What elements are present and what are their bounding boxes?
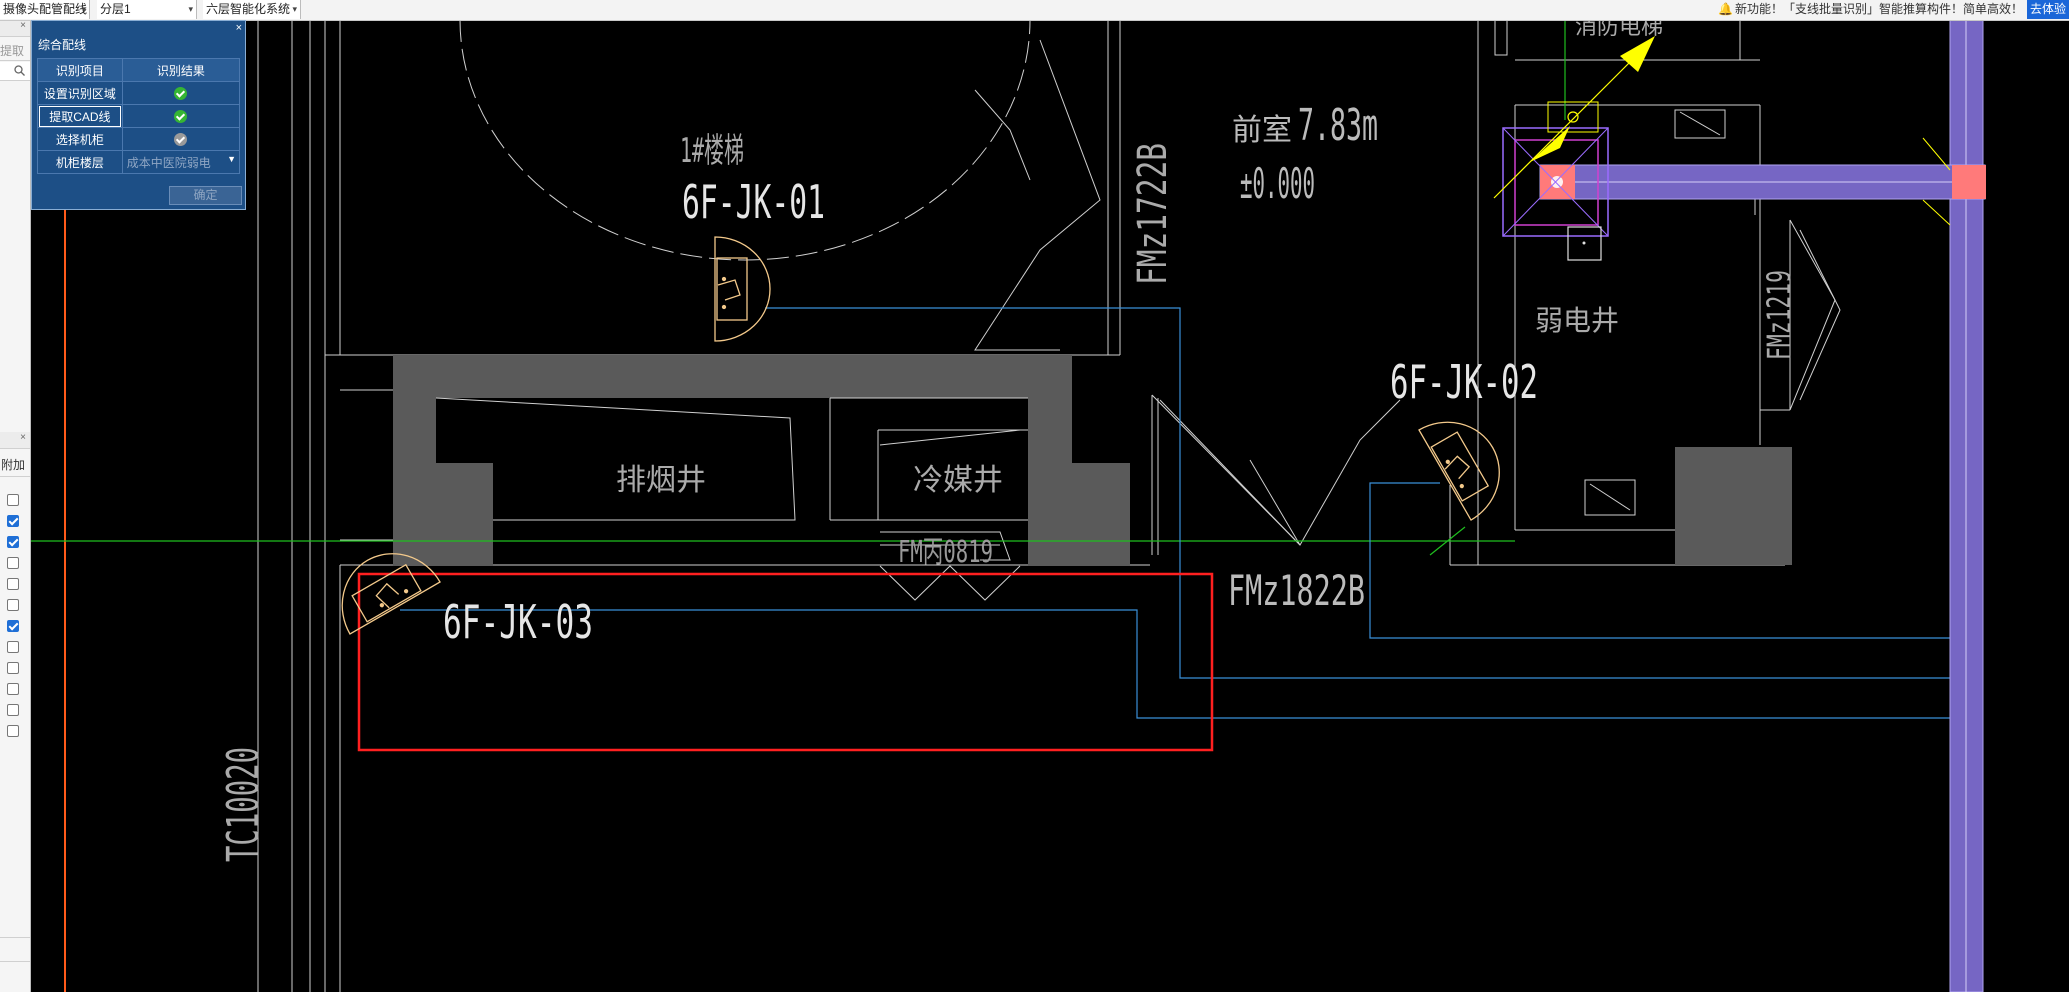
label-weak-shaft: 弱电井 xyxy=(1535,304,1619,337)
extract-row[interactable]: 提取 xyxy=(0,38,30,61)
label-jk03: 6F-JK-03 xyxy=(443,595,593,649)
label-door-fmz1822b: FMz1822B xyxy=(1228,566,1365,615)
label-anteroom: 前室 xyxy=(1232,113,1292,148)
extra-label: 附加 xyxy=(1,458,26,472)
panel-header: × xyxy=(0,20,30,37)
chevron-down-icon: ▾ xyxy=(81,4,86,14)
close-icon[interactable]: × xyxy=(235,22,242,34)
label-door-fm0819: FM丙0819 xyxy=(898,535,993,570)
component-type-value: 摄像头配管配线 xyxy=(3,2,88,16)
label-cold-shaft: 冷媒井 xyxy=(913,463,1003,498)
panel-title: 综合配线 xyxy=(38,38,87,52)
row-extract-cad-lines[interactable]: 提取CAD线 xyxy=(37,104,123,128)
label-door-fmz1219: FMz1219 xyxy=(1760,270,1798,360)
selection-rectangle[interactable] xyxy=(357,572,1214,752)
try-now-button[interactable]: 去体验 xyxy=(2026,0,2069,19)
divider xyxy=(0,960,30,962)
bell-icon: 🔔 xyxy=(1718,2,1733,16)
system-select[interactable]: 六层智能化系统▾ xyxy=(203,0,301,19)
header-item: 识别项目 xyxy=(37,58,123,82)
layer-checkbox[interactable] xyxy=(7,641,19,653)
label-elevation: ±0.000 xyxy=(1240,159,1315,208)
table-row[interactable]: 选择机柜 xyxy=(37,127,241,151)
extract-label: 提取 xyxy=(0,44,25,58)
search-input[interactable] xyxy=(0,62,30,81)
row-set-area[interactable]: 设置识别区域 xyxy=(37,81,123,105)
chevron-down-icon: ▾ xyxy=(292,4,297,14)
green-tick xyxy=(1429,526,1466,556)
confirm-button[interactable]: 确定 xyxy=(169,186,242,205)
row-status xyxy=(121,104,241,128)
feature-notice[interactable]: 🔔新功能！「支线批量识别」智能推算构件！简单高效！去体验 xyxy=(1718,0,2069,19)
label-window-tc10020: TC10020 xyxy=(218,747,269,862)
layer-checkbox[interactable] xyxy=(7,725,19,737)
shaft-walls xyxy=(393,355,1792,566)
cabinet-node xyxy=(1493,36,1951,261)
layer-checkbox[interactable] xyxy=(7,578,19,590)
camera-device[interactable] xyxy=(322,534,441,635)
system-value: 六层智能化系统 xyxy=(206,2,291,16)
shaft-inner xyxy=(340,389,1028,601)
camera-device[interactable] xyxy=(1418,402,1519,521)
wiring-recognition-panel: × 综合配线 识别项目 识别结果 设置识别区域 提取CAD线 选择机柜 机柜楼层… xyxy=(31,20,246,210)
label-jk02: 6F-JK-02 xyxy=(1390,355,1538,409)
layer-select[interactable]: 分层1 ▾ xyxy=(97,0,197,19)
label-jk01: 6F-JK-01 xyxy=(682,175,825,229)
table-header: 识别项目 识别结果 xyxy=(37,58,241,82)
layer-checkbox[interactable] xyxy=(7,494,19,506)
check-circle-icon xyxy=(174,87,188,101)
check-circle-icon xyxy=(174,110,188,124)
panel2-header: × xyxy=(0,432,30,449)
divider xyxy=(0,936,30,938)
camera-device[interactable] xyxy=(714,236,771,342)
header-result: 识别结果 xyxy=(121,58,241,82)
label-stair: 1#楼梯 xyxy=(680,131,744,171)
close-icon[interactable]: × xyxy=(20,20,26,31)
chevron-down-icon: ▼ xyxy=(227,153,236,164)
table-row[interactable]: 设置识别区域 xyxy=(37,81,241,105)
check-circle-icon xyxy=(174,133,188,147)
cabinet-floor-select[interactable]: 成本中医院弱电 ▼ xyxy=(121,150,241,174)
recognition-table: 识别项目 识别结果 设置识别区域 提取CAD线 选择机柜 机柜楼层 成本中医院弱… xyxy=(37,58,241,174)
layer-checkbox[interactable] xyxy=(7,599,19,611)
chevron-down-icon: ▾ xyxy=(188,4,193,14)
layer-checkbox[interactable] xyxy=(7,536,19,548)
table-row[interactable]: 机柜楼层 成本中医院弱电 ▼ xyxy=(37,150,241,174)
layer-checkbox[interactable] xyxy=(7,620,19,632)
cad-wire-lines xyxy=(400,307,1955,719)
layer-checkbox[interactable] xyxy=(7,704,19,716)
cable-tray xyxy=(1539,20,1986,992)
search-icon[interactable] xyxy=(14,65,25,76)
stair-arc xyxy=(459,20,1031,261)
layer-checkbox[interactable] xyxy=(7,683,19,695)
layer-checkbox[interactable] xyxy=(7,557,19,569)
close-icon[interactable]: × xyxy=(20,432,26,443)
top-toolbar: 摄像头配管配线▾ 分层1▾ 六层智能化系统▾ 🔔新功能！「支线批量识别」智能推算… xyxy=(0,0,2069,21)
label-anteroom-size: 7.83m xyxy=(1298,100,1378,151)
left-side-panel: × 提取 × 附加 xyxy=(0,20,31,992)
layer-checkbox[interactable] xyxy=(7,515,19,527)
cabinet-floor-value: 成本中医院弱电 xyxy=(126,155,211,170)
row-select-cabinet[interactable]: 选择机柜 xyxy=(37,127,123,151)
label-smoke-shaft: 排烟井 xyxy=(616,463,706,498)
table-row[interactable]: 提取CAD线 xyxy=(37,104,241,128)
label-top: 消防电梯 xyxy=(1575,20,1663,40)
label-door-fmz1722b: FMz1722B xyxy=(1130,143,1176,285)
row-status xyxy=(121,127,241,151)
extra-header: 附加 xyxy=(0,450,30,477)
notice-text: 新功能！「支线批量识别」智能推算构件！简单高效！ xyxy=(1734,2,2023,16)
row-status xyxy=(121,81,241,105)
cad-viewport[interactable]: 6F-JK-01 6F-JK-02 6F-JK-03 1#楼梯 前室 7.83m… xyxy=(31,20,2069,992)
layer-value: 分层1 xyxy=(100,2,131,16)
row-cabinet-floor: 机柜楼层 xyxy=(37,150,123,174)
layer-checkbox[interactable] xyxy=(7,662,19,674)
component-type-select[interactable]: 摄像头配管配线▾ xyxy=(0,0,90,19)
